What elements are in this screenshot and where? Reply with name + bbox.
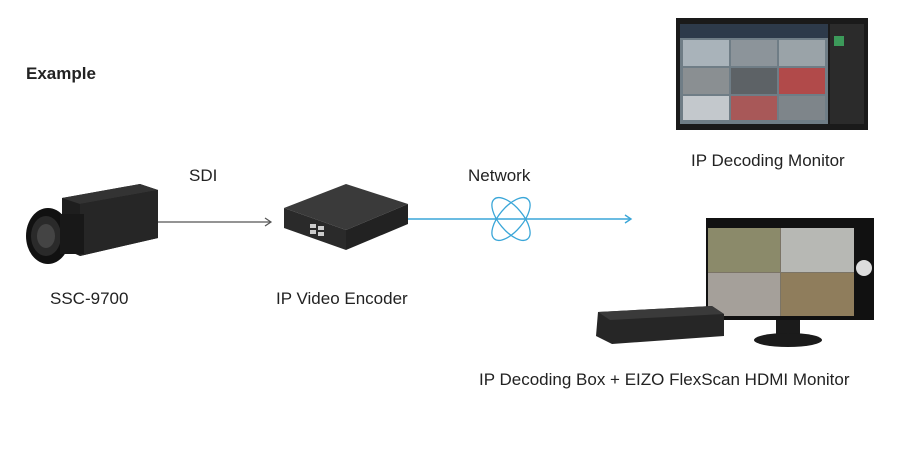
decoding-monitor-label: IP Decoding Monitor [691, 151, 845, 170]
decoding-box-monitor-image [596, 218, 874, 347]
network-orbit-icon [491, 196, 531, 242]
decoding-box-label: IP Decoding Box + EIZO FlexScan HDMI Mon… [479, 370, 850, 389]
diagram-title: Example [26, 64, 96, 83]
network-label: Network [468, 166, 531, 185]
sdi-label: SDI [189, 166, 218, 185]
network-connection [408, 196, 633, 242]
decoding-monitor-image [676, 18, 868, 130]
sdi-arrow [158, 217, 273, 227]
encoder-image [284, 184, 408, 250]
camera-label: SSC-9700 [50, 289, 129, 308]
encoder-label: IP Video Encoder [276, 289, 408, 308]
camera-image [26, 184, 158, 264]
